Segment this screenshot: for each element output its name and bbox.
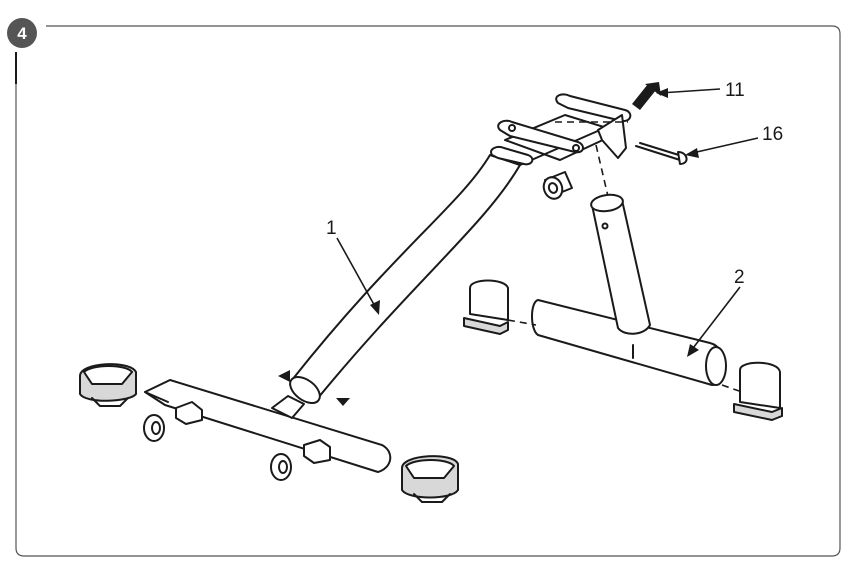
step-frame <box>15 25 841 557</box>
rear-foot-left <box>463 279 509 335</box>
arrow-right <box>336 398 350 406</box>
callout-11: 11 <box>656 80 745 101</box>
callout-1: 1 <box>326 218 380 315</box>
step-number: 4 <box>17 24 27 43</box>
rear-foot-right <box>733 361 783 421</box>
callout-11-label: 11 <box>725 80 745 101</box>
callout-2-label: 2 <box>734 267 745 288</box>
callout-16-label: 16 <box>762 124 783 145</box>
rear-foot-right-dash <box>721 384 743 393</box>
bushing <box>542 171 573 200</box>
wheel-right <box>270 453 292 481</box>
end-cap-right <box>401 455 459 503</box>
bolt-part <box>632 82 661 110</box>
rear-base <box>531 193 727 386</box>
callout-1-label: 1 <box>326 218 337 239</box>
top-bracket <box>490 93 632 166</box>
callout-2: 2 <box>687 267 745 357</box>
callout-16: 16 <box>685 124 783 158</box>
front-base <box>144 379 392 473</box>
main-frame-tube <box>289 114 621 404</box>
end-cap-left <box>79 363 137 407</box>
rear-foot-left-dash <box>507 319 537 326</box>
arrow-left <box>278 370 290 382</box>
step-badge: 4 <box>7 18 37 48</box>
cotter-pin-part <box>635 142 688 165</box>
wheel-left <box>143 414 165 442</box>
